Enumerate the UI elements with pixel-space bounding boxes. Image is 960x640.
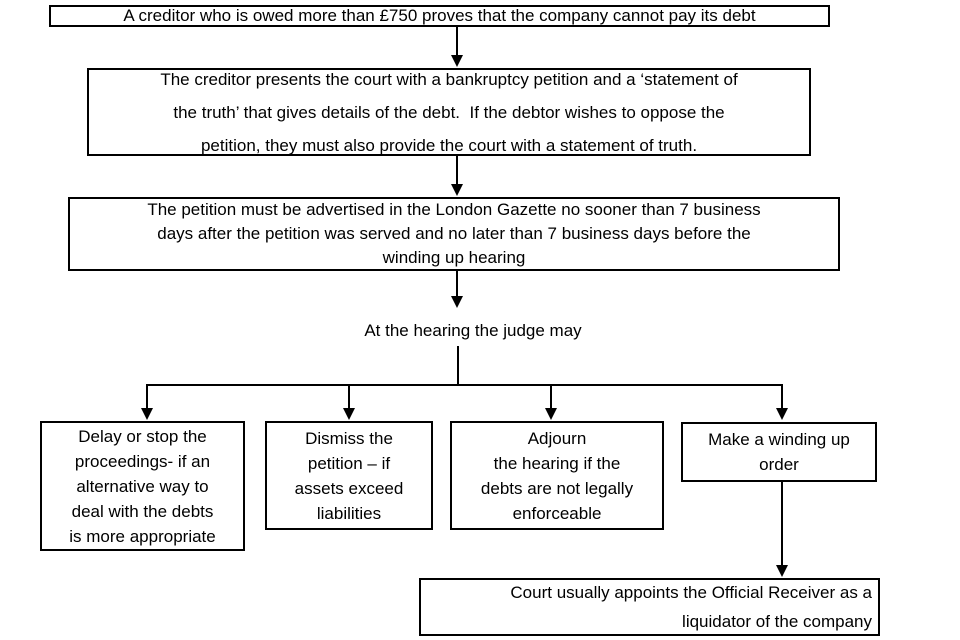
- box-gazette-line-2: days after the petition was served and n…: [157, 224, 751, 243]
- branch-drop-2-stem: [348, 386, 350, 408]
- box-dismiss-line-4: liabilities: [316, 503, 382, 523]
- box-dismiss-line-2: petition – if: [307, 453, 391, 473]
- box-petition-line-1: The creditor presents the court with a b…: [160, 69, 738, 89]
- box-delay-line-1: Delay or stop the: [78, 426, 207, 446]
- arrow-1-stem: [456, 27, 458, 55]
- box-adjourn-hearing: Adjourn the hearing if the debts are not…: [450, 421, 664, 530]
- branch-drop-3-stem: [550, 386, 552, 408]
- box-winding-line-1: Make a winding up: [708, 430, 850, 449]
- branch-horizontal-line: [146, 384, 783, 386]
- box-bankruptcy-petition: The creditor presents the court with a b…: [87, 68, 811, 156]
- branch-drop-4-head-icon: [776, 408, 788, 420]
- arrow-1-head-icon: [451, 55, 463, 67]
- box-delay-line-5: is more appropriate: [69, 526, 216, 546]
- box-gazette-advertisement: The petition must be advertised in the L…: [68, 197, 840, 271]
- box-adjourn-line-4: enforceable: [512, 503, 602, 523]
- arrow-2-head-icon: [451, 184, 463, 196]
- box-adjourn-line-1: Adjourn: [527, 428, 587, 448]
- box-dismiss-petition: Dismiss the petition – if assets exceed …: [265, 421, 433, 530]
- box-receiver-line-1: Court usually appoints the Official Rece…: [510, 583, 872, 602]
- box-creditor-proves-debt: A creditor who is owed more than £750 pr…: [49, 5, 830, 27]
- box-official-receiver: Court usually appoints the Official Rece…: [419, 578, 880, 636]
- branch-drop-1-stem: [146, 386, 148, 408]
- box-gazette-line-3: winding up hearing: [382, 248, 526, 267]
- box-delay-or-stop: Delay or stop the proceedings- if an alt…: [40, 421, 245, 551]
- branch-drop-3-head-icon: [545, 408, 557, 420]
- branch-drop-1-head-icon: [141, 408, 153, 420]
- box-winding-up-order: Make a winding up order: [681, 422, 877, 482]
- box-receiver-line-2: liquidator of the company: [682, 612, 872, 631]
- arrow-winding-head-icon: [776, 565, 788, 577]
- box-dismiss-line-1: Dismiss the: [305, 428, 393, 448]
- branch-trunk-stem: [457, 346, 459, 384]
- box-delay-line-2: proceedings- if an: [74, 451, 211, 471]
- box-winding-line-2: order: [759, 455, 799, 474]
- box-petition-line-3: petition, they must also provide the cou…: [200, 135, 698, 155]
- branch-drop-4-stem: [781, 386, 783, 408]
- box-delay-line-4: deal with the debts: [71, 501, 214, 521]
- arrow-3-stem: [456, 271, 458, 296]
- arrow-2-stem: [456, 156, 458, 184]
- arrow-winding-stem: [781, 482, 783, 565]
- label-hearing-judge: At the hearing the judge may: [364, 321, 582, 340]
- box-dismiss-line-3: assets exceed: [294, 478, 404, 498]
- arrow-3-head-icon: [451, 296, 463, 308]
- branch-drop-2-head-icon: [343, 408, 355, 420]
- box-gazette-line-1: The petition must be advertised in the L…: [147, 200, 761, 219]
- box-delay-line-3: alternative way to: [76, 476, 209, 496]
- box-creditor-text: A creditor who is owed more than £750 pr…: [123, 6, 756, 25]
- box-adjourn-line-3: debts are not legally: [480, 478, 634, 498]
- box-petition-line-2: the truth’ that gives details of the deb…: [173, 102, 725, 122]
- box-adjourn-line-2: the hearing if the: [493, 453, 621, 473]
